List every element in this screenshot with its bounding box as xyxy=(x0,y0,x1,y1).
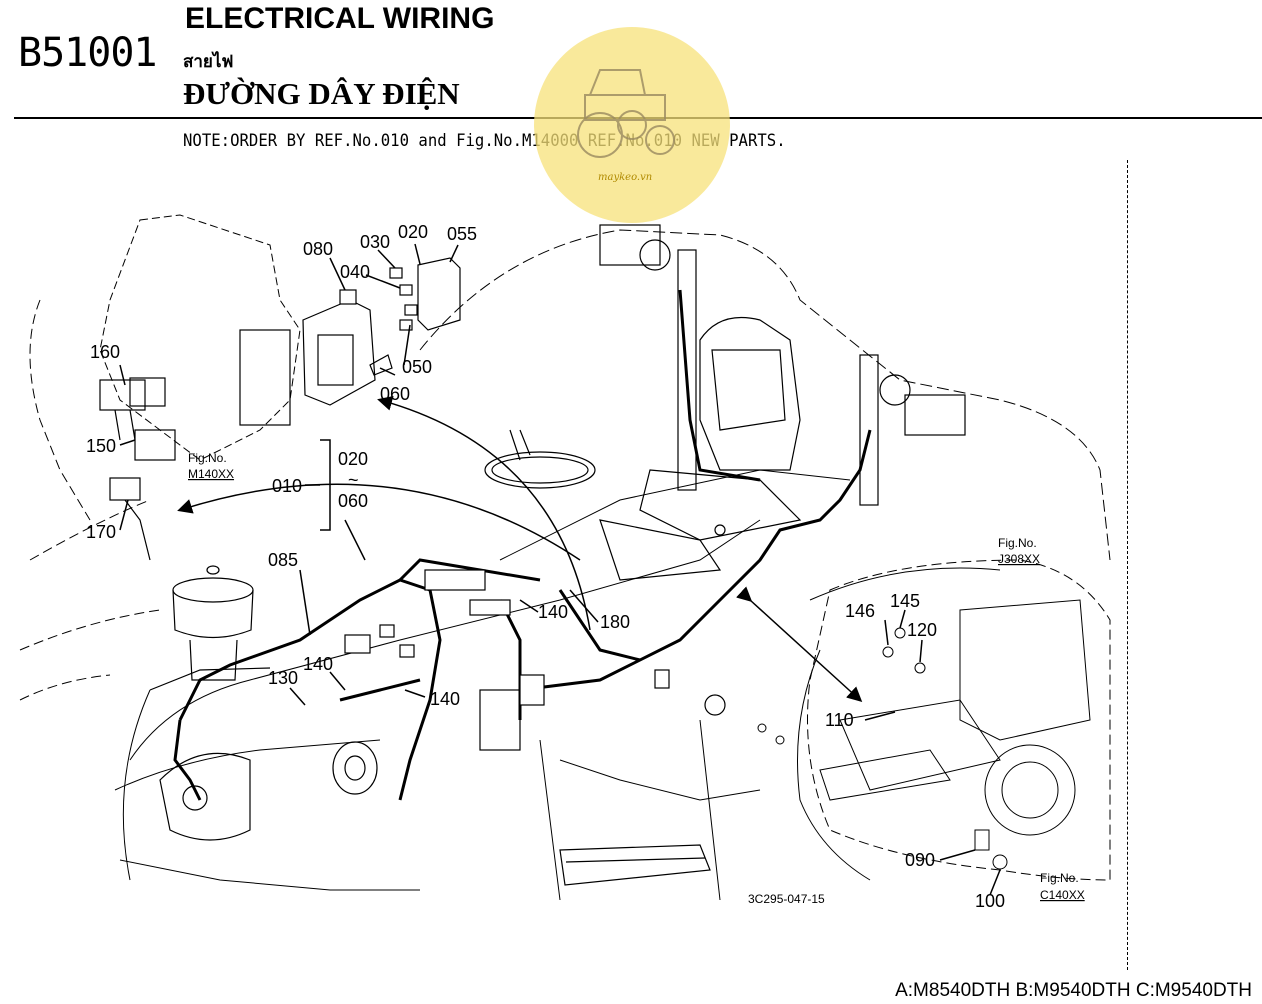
label-150: 150 xyxy=(86,436,116,456)
model-list: A:M8540DTH B:M9540DTH C:M9540DTH xyxy=(895,980,1252,1001)
label-145: 145 xyxy=(890,591,920,611)
label-050: 050 xyxy=(402,357,432,377)
fuse-box-assembly xyxy=(239,257,461,426)
label-170: 170 xyxy=(86,522,116,542)
label-055: 055 xyxy=(447,224,477,244)
label-060-range: 060 xyxy=(338,491,368,511)
label-080: 080 xyxy=(303,239,333,259)
hood-components xyxy=(149,565,711,886)
watermark-text: maykeo.vn xyxy=(598,172,652,183)
section-code: B51001 xyxy=(18,30,157,76)
fig-c140-label: Fig.No. xyxy=(1040,871,1079,885)
work-lights xyxy=(599,224,966,506)
label-130: 130 xyxy=(268,668,298,688)
label-060-top: 060 xyxy=(380,384,410,404)
column-divider xyxy=(1127,160,1128,970)
label-120: 120 xyxy=(907,620,937,640)
label-100: 100 xyxy=(975,891,1005,911)
title-vietnamese: ĐƯỜNG DÂY ĐIỆN xyxy=(183,76,460,111)
label-tilde: ~ xyxy=(348,470,359,490)
relays xyxy=(99,377,176,561)
label-030: 030 xyxy=(360,232,390,252)
label-010: 010 xyxy=(272,476,302,496)
fig-j308-label: Fig.No. xyxy=(998,536,1037,550)
label-110: 110 xyxy=(825,710,854,730)
connectors xyxy=(344,524,726,716)
leader-arrows xyxy=(119,243,1001,896)
label-085: 085 xyxy=(268,550,298,570)
label-140-left: 140 xyxy=(303,654,333,674)
transmission-inset xyxy=(757,559,1111,881)
label-040: 040 xyxy=(340,262,370,282)
label-146: 146 xyxy=(845,601,875,621)
label-020: 020 xyxy=(398,222,428,242)
watermark-logo: maykeo.vn xyxy=(534,27,730,223)
fig-m140-label: Fig.No. xyxy=(188,451,227,465)
fig-m140-number: M140XX xyxy=(188,467,234,481)
label-140-lower: 140 xyxy=(430,689,460,709)
label-020-range: 020 xyxy=(338,449,368,469)
steering-wheel xyxy=(484,429,596,489)
title-thai: สายไฟ xyxy=(183,52,234,72)
fig-c140-number: C140XX xyxy=(1040,888,1085,902)
fig-j308-number: J308XX xyxy=(998,552,1040,566)
wiring-harness xyxy=(173,289,872,801)
title-english: ELECTRICAL WIRING xyxy=(185,2,495,35)
label-140-center: 140 xyxy=(538,602,568,622)
drawing-code: 3C295-047-15 xyxy=(748,892,825,906)
label-180: 180 xyxy=(600,612,630,632)
label-090: 090 xyxy=(905,850,935,870)
seat xyxy=(599,316,802,581)
label-160: 160 xyxy=(90,342,120,362)
reference-labels: 080 030 020 055 040 050 060 160 150 Fig.… xyxy=(86,222,1085,911)
